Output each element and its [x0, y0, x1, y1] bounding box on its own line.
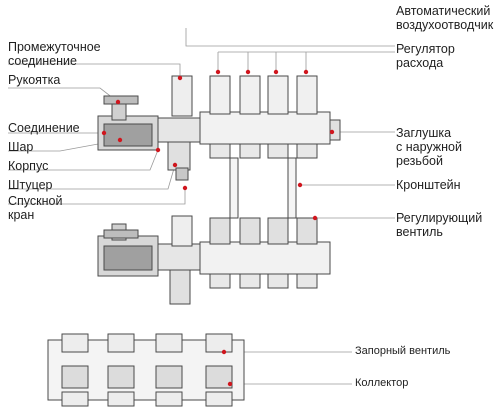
- label-collector: Коллектор: [355, 377, 409, 389]
- label-plug: Заглушка с наружной резьбой: [396, 126, 462, 168]
- label-shutoff-valve: Запорный вентиль: [355, 345, 451, 357]
- label-bracket: Кронштейн: [396, 178, 461, 192]
- leader-lines: [8, 28, 395, 385]
- label-intermediate-connection: Промежуточное соединение: [8, 40, 101, 68]
- label-regulating-valve: Регулирующий вентиль: [396, 211, 483, 239]
- collector-section: [47, 333, 245, 407]
- label-ball: Шар: [8, 140, 34, 154]
- upper-manifold: [97, 75, 341, 181]
- lower-manifold: [97, 215, 331, 305]
- label-air-vent: Автоматический воздухоотводчик: [396, 4, 494, 32]
- brackets: [229, 157, 297, 219]
- label-connection: Соединение: [8, 121, 80, 135]
- label-handle: Рукоятка: [8, 73, 61, 87]
- callout-dots: [101, 69, 335, 387]
- label-fitting: Штуцер: [8, 178, 53, 192]
- label-flow-regulator: Регулятор расхода: [396, 42, 455, 70]
- label-body: Корпус: [8, 159, 49, 173]
- label-drain-valve: Спускной кран: [8, 194, 63, 222]
